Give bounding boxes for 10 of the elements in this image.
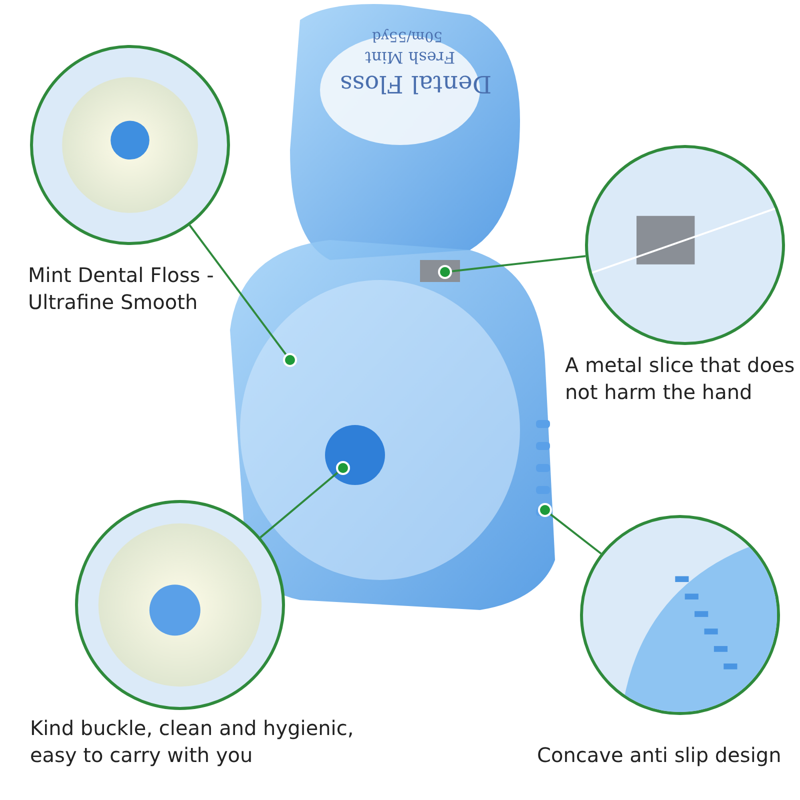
callout-caption: Kind buckle, clean and hygienic, easy to carry with you	[30, 715, 355, 769]
leader-line	[188, 224, 287, 355]
printed-lid-text: Dental Floss	[340, 70, 492, 98]
leader-line	[550, 514, 602, 554]
callout-caption: A metal slice that does not harm the hand	[565, 352, 796, 406]
callout-caption: Mint Dental Floss - Ultrafine Smooth	[28, 262, 215, 316]
leader-line	[260, 472, 338, 538]
printed-lid-text: 50m/55yd	[372, 28, 442, 44]
printed-lid-text: Fresh Mint	[365, 48, 456, 67]
callout-caption: Concave anti slip design	[537, 742, 782, 769]
